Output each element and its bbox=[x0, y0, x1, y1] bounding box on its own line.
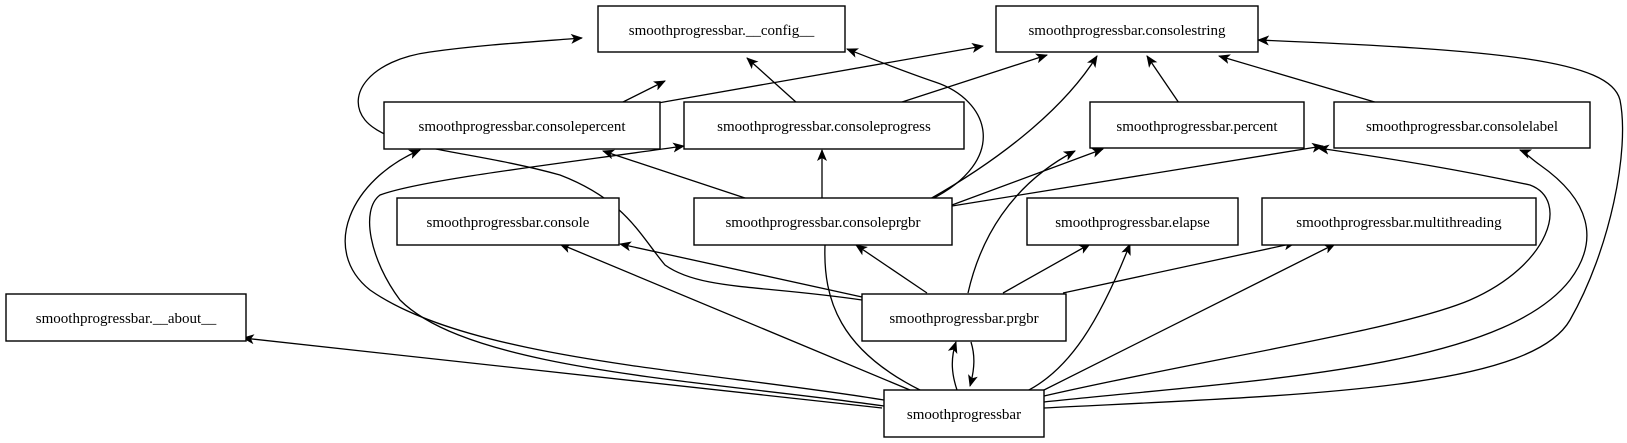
edge-root-to-consoleprgbr bbox=[824, 244, 921, 391]
node-prgbr[interactable]: smoothprogressbar.prgbr bbox=[861, 293, 1067, 342]
node-console[interactable]: smoothprogressbar.console bbox=[396, 197, 620, 246]
edge-root-to-consoleprogress bbox=[368, 142, 885, 407]
edge-prgbr-to-multithreading bbox=[1062, 240, 1296, 294]
edge-percent-to-consolestring bbox=[1146, 55, 1180, 104]
node-consolepercent-label: smoothprogressbar.consolepercent bbox=[418, 119, 626, 135]
node-consolelabel[interactable]: smoothprogressbar.consolelabel bbox=[1333, 101, 1591, 149]
node-root-label: smoothprogressbar bbox=[907, 407, 1021, 423]
node-consoleprgbr-label: smoothprogressbar.consoleprgbr bbox=[725, 215, 920, 231]
edge-root-to-prgbr bbox=[947, 341, 958, 391]
node-about[interactable]: smoothprogressbar.__about__ bbox=[5, 293, 247, 342]
node-consoleprogress-label: smoothprogressbar.consoleprogress bbox=[717, 119, 931, 135]
edge-prgbr-to-console bbox=[619, 241, 863, 298]
edge-consoleprgbr-to-consolepercent bbox=[602, 149, 749, 200]
edge-root-to-consolelabel bbox=[1043, 149, 1588, 403]
node-percent[interactable]: smoothprogressbar.percent bbox=[1089, 101, 1305, 149]
node-consoleprgbr[interactable]: smoothprogressbar.consoleprgbr bbox=[693, 197, 953, 246]
edge-consoleprgbr-to-percent bbox=[951, 148, 1104, 206]
node-elapse[interactable]: smoothprogressbar.elapse bbox=[1026, 197, 1239, 246]
edge-consolelabel-to-consolestring bbox=[1218, 54, 1379, 104]
node-multithreading-label: smoothprogressbar.multithreading bbox=[1296, 215, 1502, 231]
node-config[interactable]: smoothprogressbar.__config__ bbox=[597, 5, 846, 53]
edges-group bbox=[242, 33, 1624, 409]
nodes-group: smoothprogressbar.__config__ smoothprogr… bbox=[5, 5, 1591, 438]
edge-prgbr-to-config bbox=[357, 33, 863, 301]
edge-root-to-percent bbox=[1043, 144, 1551, 397]
edge-root-to-console bbox=[559, 243, 911, 391]
edge-root-to-consolepercent bbox=[344, 149, 885, 401]
edge-consoleprgbr-to-consolelabel bbox=[951, 142, 1324, 207]
edge-root-to-about bbox=[242, 334, 883, 409]
edge-prgbr-to-root bbox=[968, 341, 978, 387]
edge-root-to-multithreading bbox=[1039, 243, 1336, 393]
edge-consoleprgbr-to-config bbox=[846, 48, 984, 201]
node-consolelabel-label: smoothprogressbar.consolelabel bbox=[1366, 119, 1558, 135]
node-root[interactable]: smoothprogressbar bbox=[883, 389, 1045, 438]
edge-prgbr-to-elapse bbox=[1002, 243, 1091, 294]
edge-prgbr-to-consoleprgbr bbox=[855, 244, 928, 294]
node-prgbr-label: smoothprogressbar.prgbr bbox=[889, 311, 1038, 327]
node-about-label: smoothprogressbar.__about__ bbox=[36, 311, 217, 327]
edge-root-to-elapse bbox=[1024, 243, 1131, 393]
node-consolestring[interactable]: smoothprogressbar.consolestring bbox=[995, 5, 1259, 53]
node-config-label: smoothprogressbar.__config__ bbox=[629, 23, 815, 39]
edge-prgbr-to-percent bbox=[967, 150, 1076, 294]
edge-consoleprogress-to-consolestring bbox=[898, 53, 1048, 104]
node-elapse-label: smoothprogressbar.elapse bbox=[1055, 215, 1210, 231]
node-console-label: smoothprogressbar.console bbox=[427, 215, 590, 231]
node-consoleprogress[interactable]: smoothprogressbar.consoleprogress bbox=[683, 101, 965, 150]
node-percent-label: smoothprogressbar.percent bbox=[1116, 119, 1278, 135]
edge-consolepercent-to-consolestring bbox=[657, 42, 984, 104]
node-consolestring-label: smoothprogressbar.consolestring bbox=[1028, 23, 1226, 39]
node-multithreading[interactable]: smoothprogressbar.multithreading bbox=[1261, 197, 1537, 246]
edge-consoleprogress-to-config bbox=[746, 57, 798, 104]
node-consolepercent[interactable]: smoothprogressbar.consolepercent bbox=[383, 101, 661, 150]
edge-root-to-consolestring bbox=[1043, 35, 1624, 409]
